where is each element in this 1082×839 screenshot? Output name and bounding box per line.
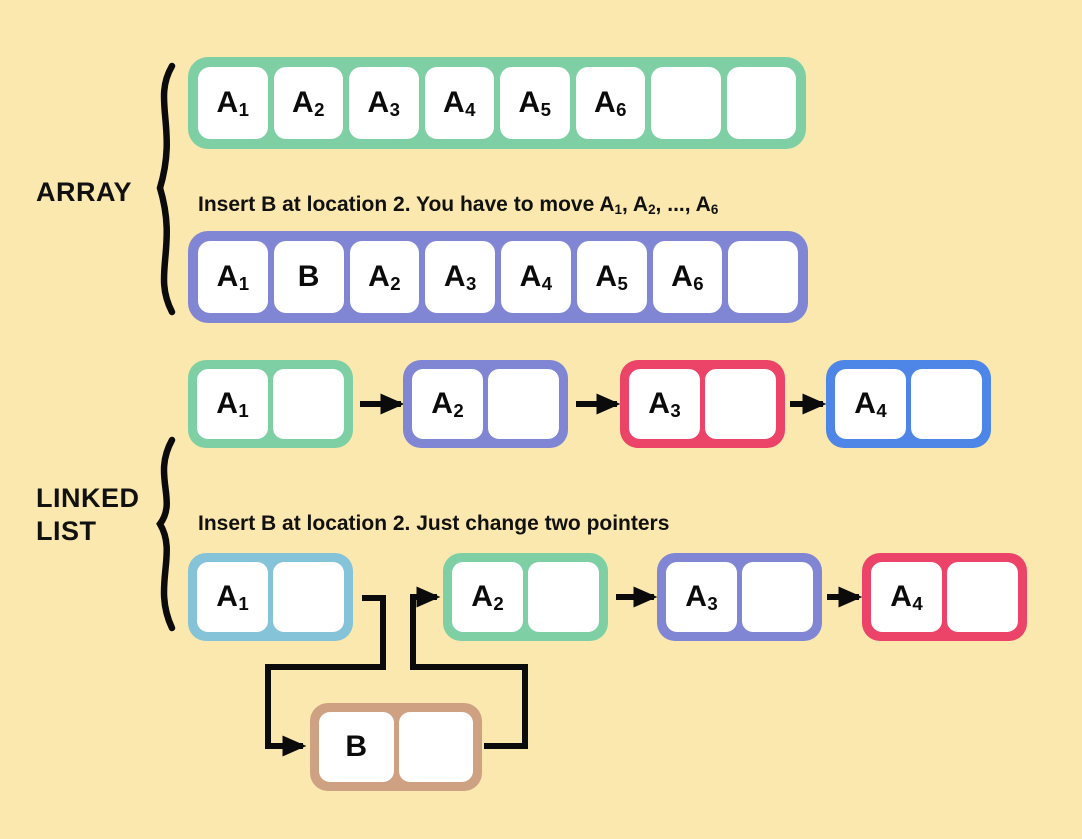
linked-node-after-a1: A1 xyxy=(188,553,353,641)
node-value-cell: A3 xyxy=(629,369,700,439)
node-value-cell: A2 xyxy=(412,369,483,439)
brace-array-icon xyxy=(156,62,176,316)
array-cell-empty xyxy=(726,67,796,139)
node-value-cell: A4 xyxy=(835,369,906,439)
linked-node-a2: A2 xyxy=(403,360,568,448)
node-value-cell: A2 xyxy=(452,562,523,632)
linked-node-inserted-b: B xyxy=(310,703,482,791)
node-pointer-cell xyxy=(488,369,559,439)
linked-node-after-a4: A4 xyxy=(862,553,1027,641)
node-pointer-cell xyxy=(273,369,344,439)
array-cell: A2 xyxy=(349,241,420,313)
array-after-insert: A1 B A2 A3 A4 A5 A6 xyxy=(188,231,808,323)
node-value-cell: A4 xyxy=(871,562,942,632)
section-label-linked-list: LINKED LIST xyxy=(36,483,140,546)
node-value-cell: A1 xyxy=(197,369,268,439)
node-pointer-cell xyxy=(398,712,473,782)
array-cell-empty xyxy=(651,67,721,139)
array-original: A1 A2 A3 A4 A5 A6 xyxy=(188,57,806,149)
node-pointer-cell xyxy=(742,562,813,632)
array-cell-empty xyxy=(728,241,798,313)
node-value-cell: B xyxy=(319,712,394,782)
array-cell: A3 xyxy=(425,241,495,313)
array-cell: A6 xyxy=(652,241,723,313)
array-cell: A6 xyxy=(575,67,645,139)
linked-node-a1: A1 xyxy=(188,360,353,448)
node-value-cell: A3 xyxy=(666,562,737,632)
node-pointer-cell xyxy=(911,369,982,439)
array-cell: A5 xyxy=(576,241,647,313)
linked-node-a3: A3 xyxy=(620,360,785,448)
linked-node-after-a2: A2 xyxy=(443,553,608,641)
caption-array-insert: Insert B at location 2. You have to move… xyxy=(198,193,719,217)
linked-node-a4: A4 xyxy=(826,360,991,448)
node-pointer-cell xyxy=(947,562,1018,632)
array-cell: A3 xyxy=(349,67,419,139)
brace-linked-list-icon xyxy=(156,436,176,632)
section-label-array: ARRAY xyxy=(36,177,133,207)
array-cell: A1 xyxy=(198,241,268,313)
array-cell: A1 xyxy=(198,67,268,139)
node-pointer-cell xyxy=(528,562,599,632)
array-cell: A4 xyxy=(424,67,494,139)
array-cell: B xyxy=(273,241,344,313)
node-pointer-cell xyxy=(705,369,776,439)
array-cell: A5 xyxy=(500,67,570,139)
array-cell: A4 xyxy=(501,241,571,313)
node-pointer-cell xyxy=(273,562,344,632)
array-cell: A2 xyxy=(273,67,343,139)
linked-node-after-a3: A3 xyxy=(657,553,822,641)
node-value-cell: A1 xyxy=(197,562,268,632)
caption-linked-insert: Insert B at location 2. Just change two … xyxy=(198,512,670,535)
